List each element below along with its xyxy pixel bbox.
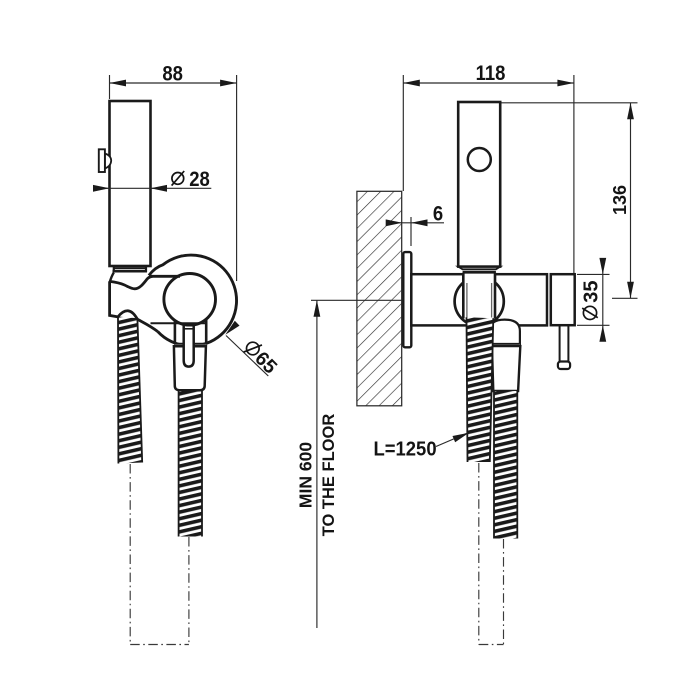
svg-text:35: 35: [580, 280, 602, 302]
svg-text:6: 6: [433, 202, 443, 225]
svg-text:L=1250: L=1250: [374, 438, 437, 461]
svg-text:28: 28: [189, 168, 210, 191]
svg-text:TO THE FLOOR: TO THE FLOOR: [320, 414, 338, 537]
svg-text:MIN 600: MIN 600: [296, 442, 316, 508]
svg-text:136: 136: [610, 185, 630, 215]
svg-text:88: 88: [162, 62, 183, 85]
svg-text:118: 118: [476, 62, 506, 85]
